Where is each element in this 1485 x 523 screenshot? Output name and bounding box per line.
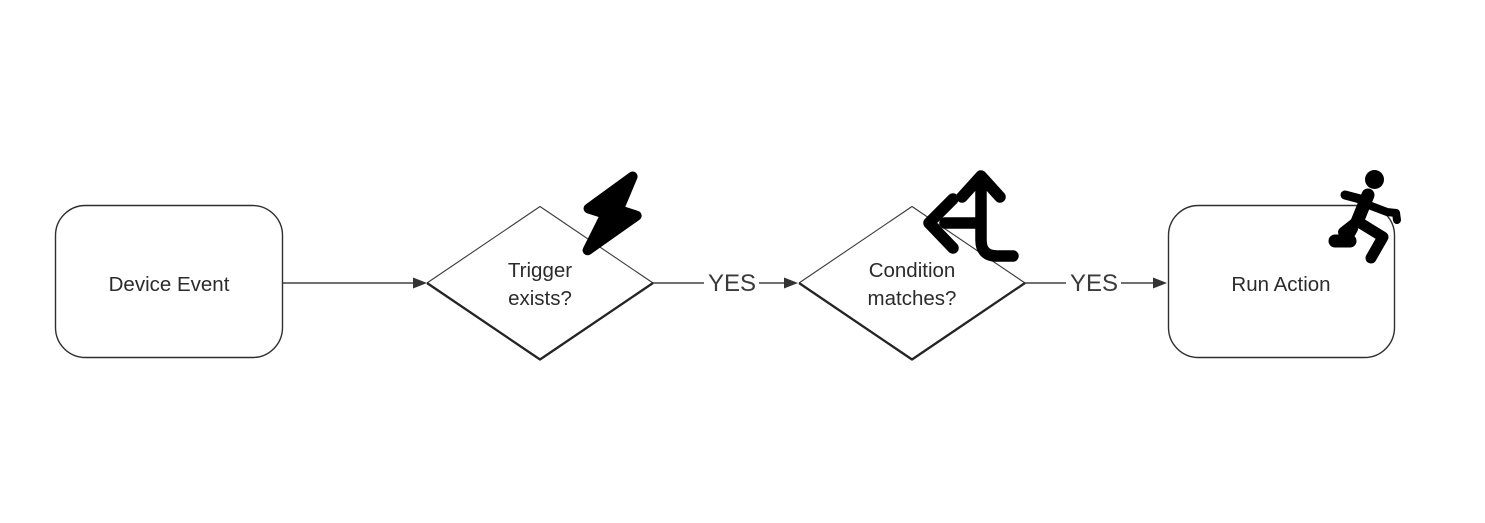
runner-back-arm bbox=[1362, 200, 1401, 224]
arrowhead-icon bbox=[1153, 277, 1167, 289]
split-arrows-left-arrowhead bbox=[923, 193, 959, 254]
runner-shoe-top bbox=[1345, 225, 1358, 242]
lightning-bolt-shape bbox=[582, 171, 642, 256]
edge-label-yes: YES bbox=[708, 270, 756, 297]
trigger-exists-bottom-edges bbox=[426, 282, 654, 361]
node-condition-matches: Condition matches? bbox=[798, 170, 1026, 361]
trigger-exists-label-line2: exists? bbox=[508, 287, 572, 310]
run-action-label: Run Action bbox=[1231, 273, 1330, 296]
split-arrows-up-arrowhead bbox=[956, 170, 1006, 203]
condition-matches-shape bbox=[799, 206, 1025, 360]
trigger-exists-label-line1: Trigger bbox=[508, 259, 572, 282]
condition-matches-bottom-edges bbox=[798, 282, 1026, 361]
arrowhead-icon bbox=[784, 277, 798, 289]
edge-device-event-to-trigger-exists bbox=[283, 277, 427, 289]
trigger-exists-top-edges bbox=[426, 205, 654, 284]
edge-label-yes: YES bbox=[1070, 270, 1118, 297]
edge-condition-matches-to-run-action: YES bbox=[1025, 270, 1167, 297]
condition-matches-label-line1: Condition bbox=[869, 259, 956, 282]
runner-head bbox=[1365, 170, 1384, 189]
runner-front-arm bbox=[1340, 190, 1369, 205]
split-arrows-stem bbox=[975, 171, 1019, 262]
condition-matches-label-line2: matches? bbox=[868, 287, 957, 310]
node-trigger-exists: Trigger exists? bbox=[426, 171, 654, 361]
runner-front-leg bbox=[1351, 215, 1389, 264]
person-running-icon bbox=[1328, 170, 1401, 264]
lightning-bolt-icon bbox=[582, 171, 642, 256]
split-arrows-up-left-icon bbox=[923, 170, 1019, 262]
runner-back-leg bbox=[1338, 216, 1362, 237]
node-run-action: Run Action bbox=[1167, 170, 1401, 359]
device-event-shape bbox=[54, 204, 284, 359]
node-device-event: Device Event bbox=[54, 204, 284, 359]
arrowhead-icon bbox=[413, 277, 427, 289]
edge-trigger-exists-to-condition-matches: YES bbox=[653, 270, 798, 297]
device-event-label: Device Event bbox=[109, 273, 230, 296]
